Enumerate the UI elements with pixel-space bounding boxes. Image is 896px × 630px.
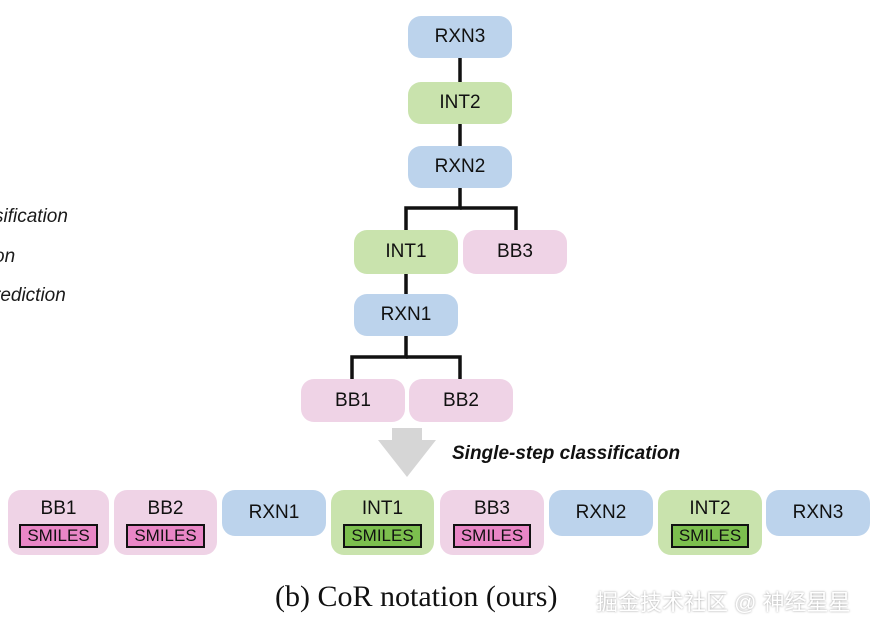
node-int1: INT1 [354, 230, 458, 274]
seq-int1-smiles: SMILES [343, 523, 422, 548]
node-bb2: BB2 [409, 379, 513, 422]
seq-bb1-label: BB1 [40, 497, 77, 519]
node-rxn2: RXN2 [408, 146, 512, 188]
seq-bb3-smiles: SMILES [452, 523, 532, 548]
seq-bb2-label: BB2 [147, 497, 184, 519]
seq-rxn3: RXN3 [766, 490, 870, 536]
edge-rxn2-int1 [404, 186, 462, 232]
side-label-2: on [0, 246, 16, 267]
side-label-3: rediction [0, 285, 66, 306]
figure-caption: (b) CoR notation (ours) [275, 580, 558, 613]
watermark: 掘金技术社区 @ 神经星星 [596, 590, 851, 615]
edge-rxn1-bb2 [406, 355, 462, 379]
seq-bb3: BB3 SMILES [440, 490, 544, 555]
seq-rxn1: RXN1 [222, 490, 326, 536]
seq-bb1-smiles: SMILES [19, 523, 98, 548]
edge-rxn1-bb1 [350, 336, 408, 379]
node-int2: INT2 [408, 82, 512, 124]
seq-bb3-label: BB3 [474, 497, 510, 519]
node-bb1: BB1 [301, 379, 405, 422]
seq-rxn2-label: RXN2 [575, 502, 627, 523]
node-bb3: BB3 [463, 230, 567, 274]
node-rxn3: RXN3 [408, 16, 512, 58]
seq-int2-smiles: SMILES [670, 523, 750, 548]
side-label-1: sification [0, 206, 68, 227]
seq-bb2: BB2 SMILES [114, 490, 217, 555]
node-rxn1: RXN1 [354, 294, 458, 336]
seq-bb2-smiles: SMILES [126, 523, 205, 548]
down-arrow-icon [378, 428, 436, 477]
seq-int2-label: INT2 [689, 497, 731, 519]
seq-int1: INT1 SMILES [331, 490, 434, 555]
arrow-caption: Single-step classification [452, 443, 681, 464]
seq-rxn2: RXN2 [549, 490, 653, 536]
seq-bb1: BB1 SMILES [8, 490, 109, 555]
seq-rxn3-label: RXN3 [792, 502, 844, 523]
seq-int1-label: INT1 [361, 497, 404, 519]
edge-rxn2-bb3 [460, 206, 518, 232]
seq-rxn1-label: RXN1 [248, 502, 300, 523]
seq-int2: INT2 SMILES [658, 490, 762, 555]
